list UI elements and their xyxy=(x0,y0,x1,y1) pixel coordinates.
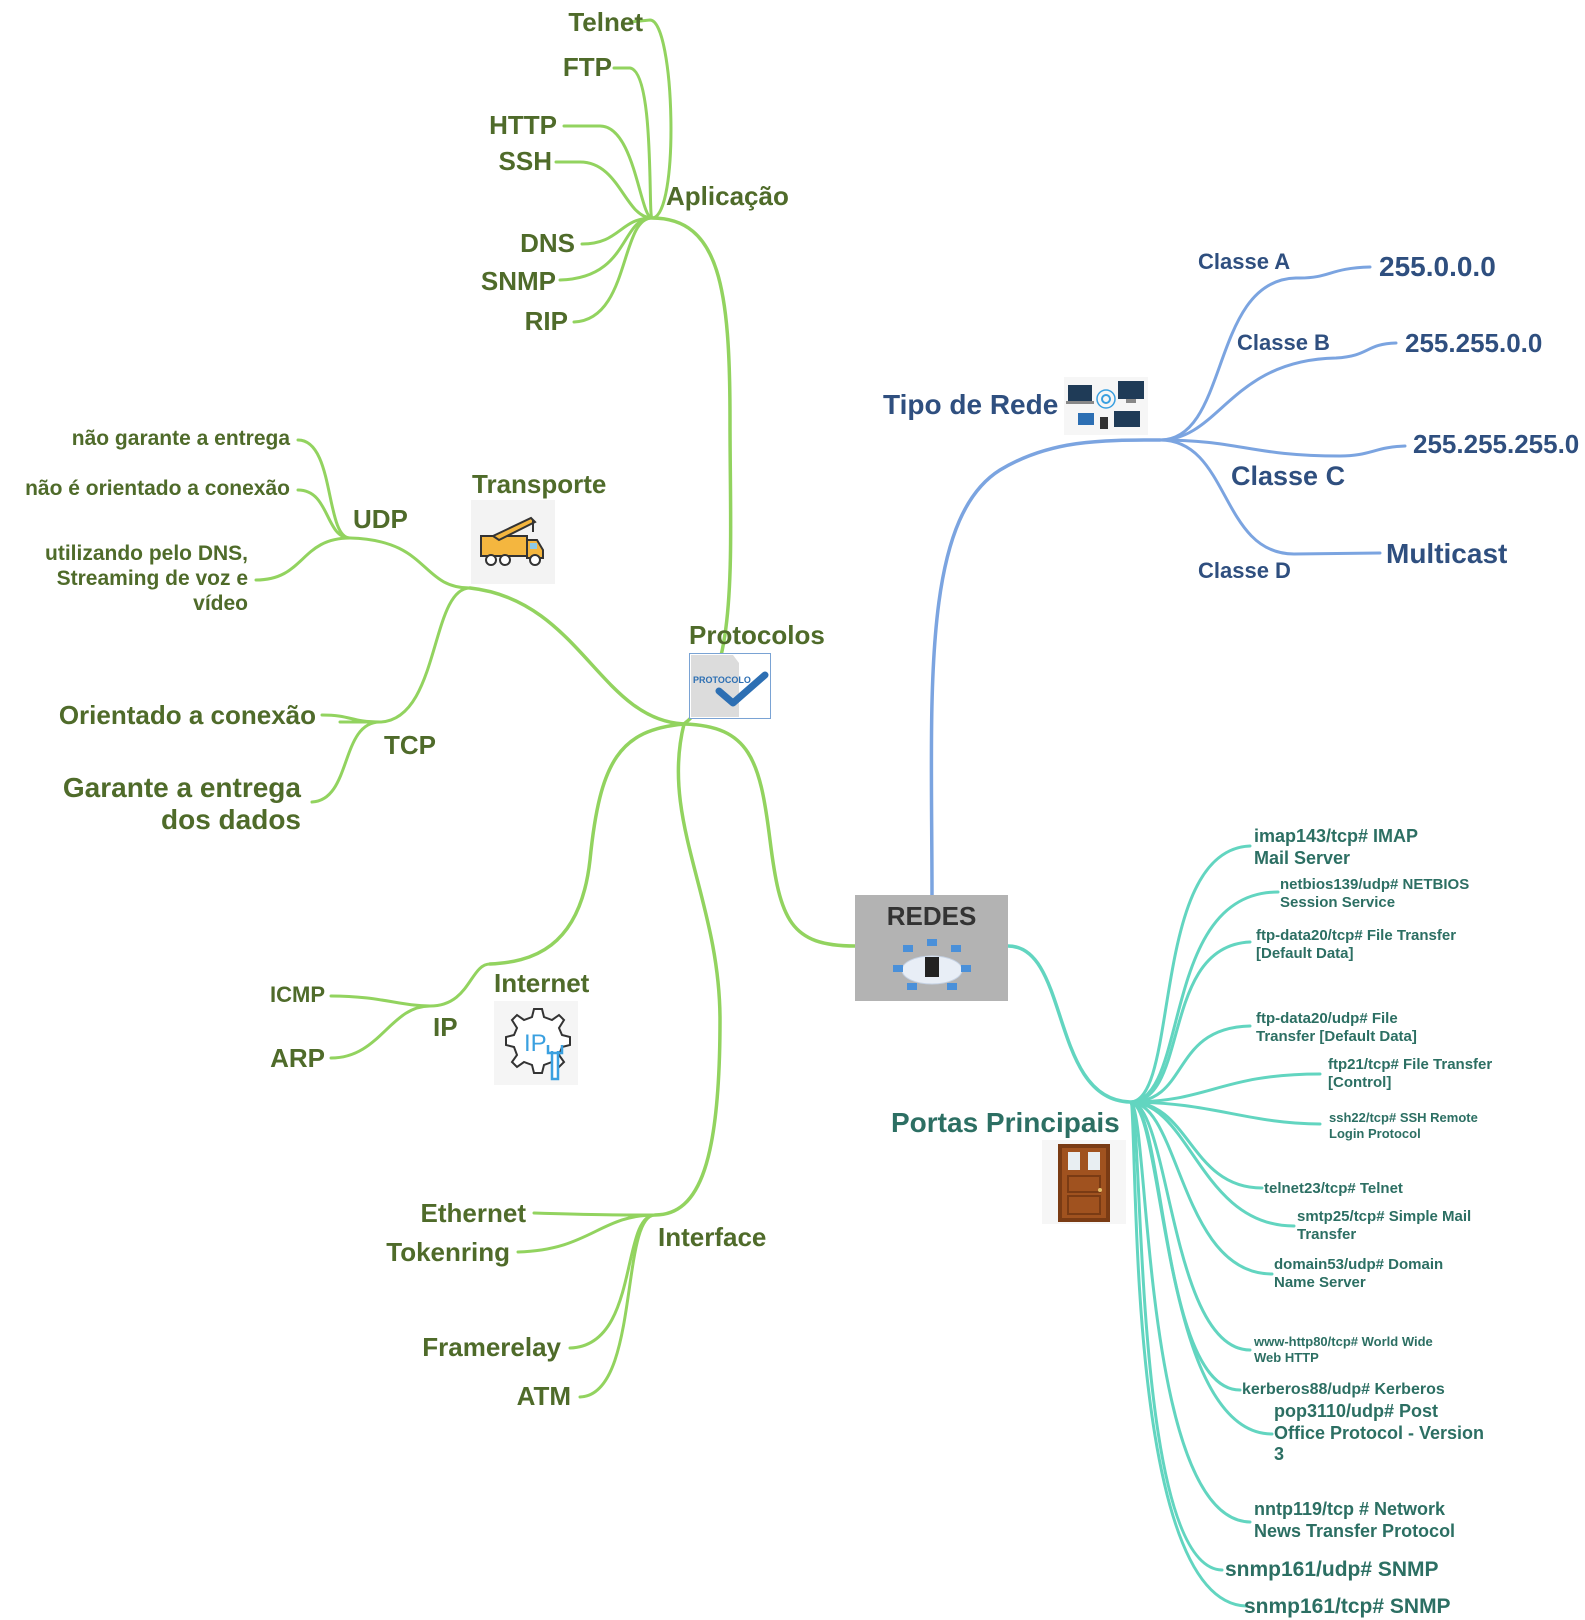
crane-truck-icon xyxy=(471,500,555,584)
porta-item-netbios[interactable]: netbios139/udp# NETBIOS Session Service xyxy=(1280,876,1470,911)
network-devices-icon xyxy=(1064,377,1148,435)
internet-label[interactable]: Internet xyxy=(494,968,590,998)
svg-text:IP: IP xyxy=(524,1030,547,1057)
classe-a-value[interactable]: 255.0.0.0 xyxy=(1379,251,1496,282)
porta-item-ftp-data-udp[interactable]: ftp-data20/udp# File Transfer [Default D… xyxy=(1256,1010,1417,1045)
ip-gear-wrench-icon: IP xyxy=(494,1001,578,1085)
tipo-rede-sub-branches xyxy=(1158,265,1407,556)
tipo-rede-branches xyxy=(929,438,1162,897)
porta-item-snmp161-tcp[interactable]: snmp161/tcp# SNMP xyxy=(1244,1595,1451,1618)
portas-branches xyxy=(1006,944,1132,1104)
portas-label[interactable]: Portas Principais xyxy=(891,1107,1120,1138)
aplicacao-item-ssh[interactable]: SSH xyxy=(498,146,552,176)
udp-item-conexao[interactable]: não é orientado a conexão xyxy=(25,477,290,500)
classe-d-value[interactable]: Multicast xyxy=(1386,538,1508,569)
aplicacao-item-dns[interactable]: DNS xyxy=(520,228,575,258)
aplicacao-label[interactable]: Aplicação xyxy=(666,181,789,211)
classe-b-label[interactable]: Classe B xyxy=(1237,330,1330,355)
porta-item-smtp25[interactable]: smtp25/tcp# Simple Mail Transfer xyxy=(1297,1208,1472,1243)
porta-item-nntp119[interactable]: nntp119/tcp # Network News Transfer Prot… xyxy=(1254,1499,1456,1541)
svg-text:PROTOCOLO: PROTOCOLO xyxy=(693,675,751,685)
protocolos-label[interactable]: Protocolos xyxy=(689,620,825,650)
porta-item-www-http80[interactable]: www-http80/tcp# World Wide Web HTTP xyxy=(1254,1334,1433,1365)
porta-item-domain53[interactable]: domain53/udp# Domain Name Server xyxy=(1274,1256,1444,1291)
protocolos-sub-branches xyxy=(254,18,673,1399)
porta-item-ftp-data-tcp[interactable]: ftp-data20/tcp# File Transfer [Default D… xyxy=(1256,927,1457,962)
network-cloud-icon xyxy=(893,939,971,990)
udp-item-uso[interactable]: utilizando pelo DNS, Streaming de voz e … xyxy=(45,542,248,616)
aplicacao-item-telnet[interactable]: Telnet xyxy=(568,7,643,37)
aplicacao-item-ftp[interactable]: FTP xyxy=(562,52,612,82)
porta-item-pop3110[interactable]: pop3110/udp# Post Office Protocol - Vers… xyxy=(1274,1401,1485,1465)
transporte-label[interactable]: Transporte xyxy=(472,469,607,499)
porta-item-ssh22[interactable]: ssh22/tcp# SSH Remote Login Protocol xyxy=(1329,1110,1478,1141)
root-title: REDES xyxy=(886,901,977,931)
porta-item-telnet23[interactable]: telnet23/tcp# Telnet xyxy=(1264,1180,1403,1197)
interface-item-framerelay[interactable]: Framerelay xyxy=(422,1332,561,1362)
door-icon xyxy=(1042,1140,1126,1224)
root-node[interactable]: REDES xyxy=(855,895,1008,1001)
interface-item-tokenring[interactable]: Tokenring xyxy=(386,1237,510,1267)
interface-label[interactable]: Interface xyxy=(658,1222,767,1252)
tcp-label[interactable]: TCP xyxy=(384,730,436,760)
porta-item-kerberos88[interactable]: kerberos88/udp# Kerberos xyxy=(1242,1381,1445,1398)
classe-c-value[interactable]: 255.255.255.0 xyxy=(1413,429,1580,459)
classe-c-label[interactable]: Classe C xyxy=(1231,461,1346,491)
ip-label[interactable]: IP xyxy=(433,1012,458,1042)
porta-item-snmp161-udp[interactable]: snmp161/udp# SNMP xyxy=(1225,1558,1439,1581)
interface-item-ethernet[interactable]: Ethernet xyxy=(420,1198,526,1228)
protocol-check-icon: PROTOCOLO xyxy=(689,653,771,719)
portas-sub-branches xyxy=(1128,844,1322,1608)
porta-item-ftp21[interactable]: ftp21/tcp# File Transfer [Control] xyxy=(1328,1056,1493,1091)
ip-item-icmp[interactable]: ICMP xyxy=(270,982,325,1007)
ip-item-arp[interactable]: ARP xyxy=(270,1043,325,1073)
aplicacao-item-snmp[interactable]: SNMP xyxy=(480,266,556,296)
porta-item-imap[interactable]: imap143/tcp# IMAP Mail Server xyxy=(1254,826,1419,868)
aplicacao-item-http[interactable]: HTTP xyxy=(489,110,557,140)
udp-label[interactable]: UDP xyxy=(353,504,408,534)
tcp-item-orientado[interactable]: Orientado a conexão xyxy=(58,700,316,730)
tipo-rede-label[interactable]: Tipo de Rede xyxy=(883,389,1059,420)
classe-a-label[interactable]: Classe A xyxy=(1198,249,1291,274)
interface-item-atm[interactable]: ATM xyxy=(516,1381,571,1411)
classe-d-label[interactable]: Classe D xyxy=(1198,558,1291,583)
classe-b-value[interactable]: 255.255.0.0 xyxy=(1405,328,1543,358)
tcp-item-garante[interactable]: Garante a entrega dos dados xyxy=(62,772,301,836)
udp-item-entrega[interactable]: não garante a entrega xyxy=(71,427,290,450)
aplicacao-item-rip[interactable]: RIP xyxy=(524,306,568,336)
